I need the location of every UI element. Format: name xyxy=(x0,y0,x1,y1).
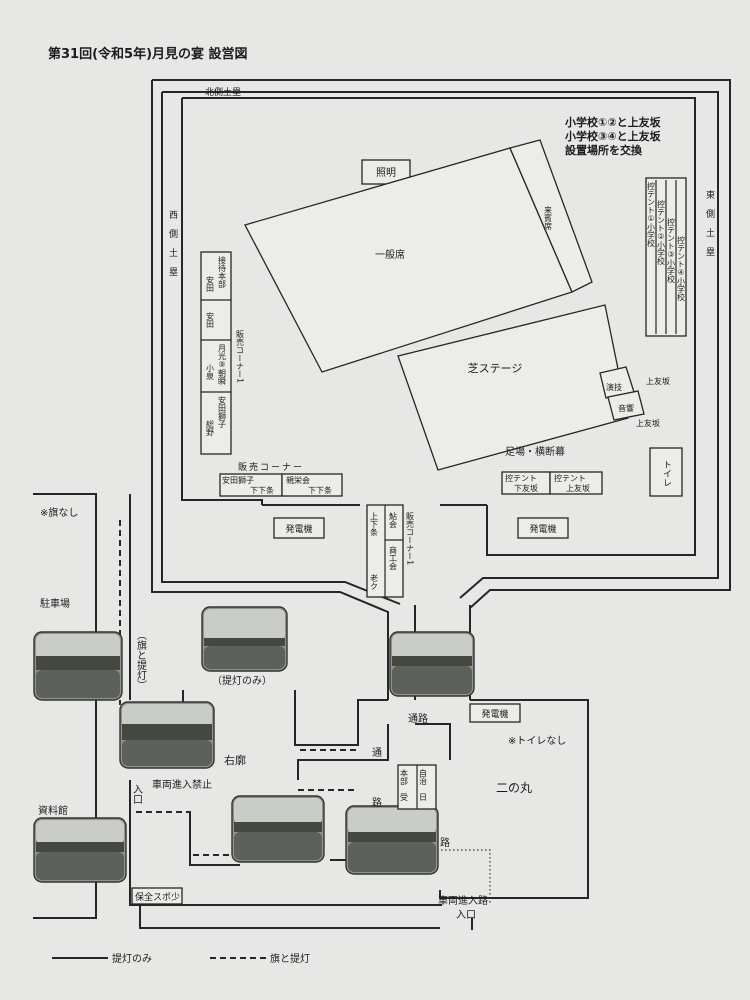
svg-text:上友坂: 上友坂 xyxy=(566,483,590,493)
photo-lantern-only xyxy=(201,606,288,672)
svg-text:下友坂: 下友坂 xyxy=(514,483,538,493)
outer-boundary-line xyxy=(151,79,731,700)
west-wall-label: 西側土塁 xyxy=(167,210,178,286)
school-tent-1: 控テント①小学校 xyxy=(647,181,656,248)
stage-area xyxy=(397,304,629,471)
hoken-label: 保全スポ少 xyxy=(135,891,180,903)
svg-text:下下条: 下下条 xyxy=(250,485,274,495)
toilet-label: トイレ xyxy=(661,460,672,487)
parking-label: 駐車場 xyxy=(40,597,70,610)
photo-right-corridor xyxy=(119,701,215,769)
sound-box xyxy=(607,390,645,421)
center-booth-roku: 老ク xyxy=(370,573,379,590)
svg-text:安田獅子: 安田獅子 xyxy=(222,475,254,485)
legend-dashed-label: 旗と提灯 xyxy=(270,952,310,965)
school-tent-2: 控テント②小学校 xyxy=(657,199,666,266)
sound-label: 音響 xyxy=(618,403,634,413)
left-sales-corner-label: 販売コーナー1 xyxy=(236,329,245,383)
notice-line-3: 設置場所を交換 xyxy=(565,143,643,157)
vip-seating-area xyxy=(509,139,593,293)
lower-road-lines xyxy=(297,723,451,780)
jichi-day-label: 日 xyxy=(419,793,428,802)
photo-materials-hall xyxy=(33,817,127,883)
entrance-label-1: 入口 xyxy=(131,784,143,804)
central-ground-line xyxy=(181,97,696,556)
lantern-only-label: （提灯のみ） xyxy=(212,675,272,687)
school-tent-3: 控テント③小学校 xyxy=(667,217,676,284)
road-label-3: 路 xyxy=(372,796,382,809)
center-booth-ayukai: 鮎会 xyxy=(389,511,398,529)
scaffold-label: 足場・横断幕 xyxy=(505,445,565,458)
svg-text:発電機: 発電機 xyxy=(481,708,508,720)
dotted-road xyxy=(437,849,491,905)
vip-seating-label: 来賓席 xyxy=(544,206,553,231)
no-flags-note: ※旗なし xyxy=(40,506,78,519)
svg-text:親栄会: 親栄会 xyxy=(286,475,310,485)
jichi-label: 自治 xyxy=(419,768,428,786)
booth-souno: 総野 xyxy=(206,419,215,436)
center-booth-kamishimojo: 上下条 xyxy=(370,512,379,536)
left-booth-column xyxy=(200,251,232,455)
entrance-label-2: 入口 xyxy=(456,910,476,921)
hoken-box xyxy=(131,887,183,905)
booth-reception-hq: 接待本部 xyxy=(218,255,227,289)
generator-left xyxy=(273,517,325,539)
school-tent-4: 控テント④小学校 xyxy=(677,235,686,302)
road-label-1: 通路 xyxy=(408,712,428,725)
svg-text:控テント: 控テント xyxy=(554,473,586,483)
vehicle-road-lines xyxy=(129,780,473,930)
photo-center-road xyxy=(389,631,475,697)
page-title: 第31回(令和5年)月見の宴 設営図 xyxy=(48,46,248,62)
reception-label: 受 xyxy=(400,792,409,802)
no-toilet-note: ※トイレなし xyxy=(508,735,566,747)
booth-yasuda-2: 安田 xyxy=(206,311,215,329)
materials-hall-label: 資料館 xyxy=(38,804,68,817)
kamitomo-label-1: 上友坂 xyxy=(646,376,670,386)
ninomaru-label: 二の丸 xyxy=(496,781,532,795)
notice-line-1: 小学校①②と上友坂 xyxy=(564,115,662,129)
bottom-sales-corner-heading: 販売コーナー xyxy=(238,461,304,473)
flags-lanterns-label: （旗と提灯） xyxy=(135,630,147,690)
vehicle-road-label: 車両進入路 xyxy=(438,894,488,907)
stage-label: 芝ステージ xyxy=(468,362,523,375)
booth-yasuda-1: 安田 xyxy=(206,275,215,293)
performance-label: 演技 xyxy=(606,382,622,392)
road-label-4: 路 xyxy=(440,836,450,849)
center-booth-shokokai: 商工会 xyxy=(389,545,398,571)
svg-text:下下条: 下下条 xyxy=(308,485,332,495)
general-seating-label: 一般席 xyxy=(375,248,405,261)
ninomaru-boundary xyxy=(439,699,589,899)
outer-west-path xyxy=(33,493,97,919)
svg-text:発電機: 発電機 xyxy=(529,523,556,535)
lighting-label: 照明 xyxy=(376,167,396,179)
center-sales-corner-label: 販売コーナー1 xyxy=(406,511,415,565)
toilet-box xyxy=(649,447,683,497)
notice-line-2: 小学校③④と上友坂 xyxy=(564,129,662,143)
hq-label: 本部 xyxy=(400,768,409,786)
svg-text:控テント: 控テント xyxy=(505,473,537,483)
no-vehicles-label: 車両進入禁止 xyxy=(152,778,212,791)
generator-lower xyxy=(469,703,521,723)
photo-lower-right xyxy=(345,805,439,875)
right-corridor-label: 右廓 xyxy=(224,753,246,767)
photo-lower-middle xyxy=(231,795,325,863)
booth-gekko: 月光⑨朝瞬 xyxy=(218,344,227,386)
north-wall-label: 北側土塁 xyxy=(205,86,241,98)
east-wall-label: 東側土塁 xyxy=(704,189,715,266)
legend-solid-label: 提灯のみ xyxy=(112,953,152,965)
svg-text:発電機: 発電機 xyxy=(285,523,312,535)
kamitomo-label-2: 上友坂 xyxy=(636,418,660,428)
waiting-tent-kamitomo xyxy=(549,471,603,495)
bottom-booth-2 xyxy=(281,473,343,497)
photo-parking xyxy=(33,631,123,701)
booth-yasuda-shishi: 安田獅子 xyxy=(218,395,227,428)
road-label-2: 通 xyxy=(372,747,382,759)
booth-koizumi: 小泉 xyxy=(206,364,215,380)
generator-right xyxy=(517,517,569,539)
